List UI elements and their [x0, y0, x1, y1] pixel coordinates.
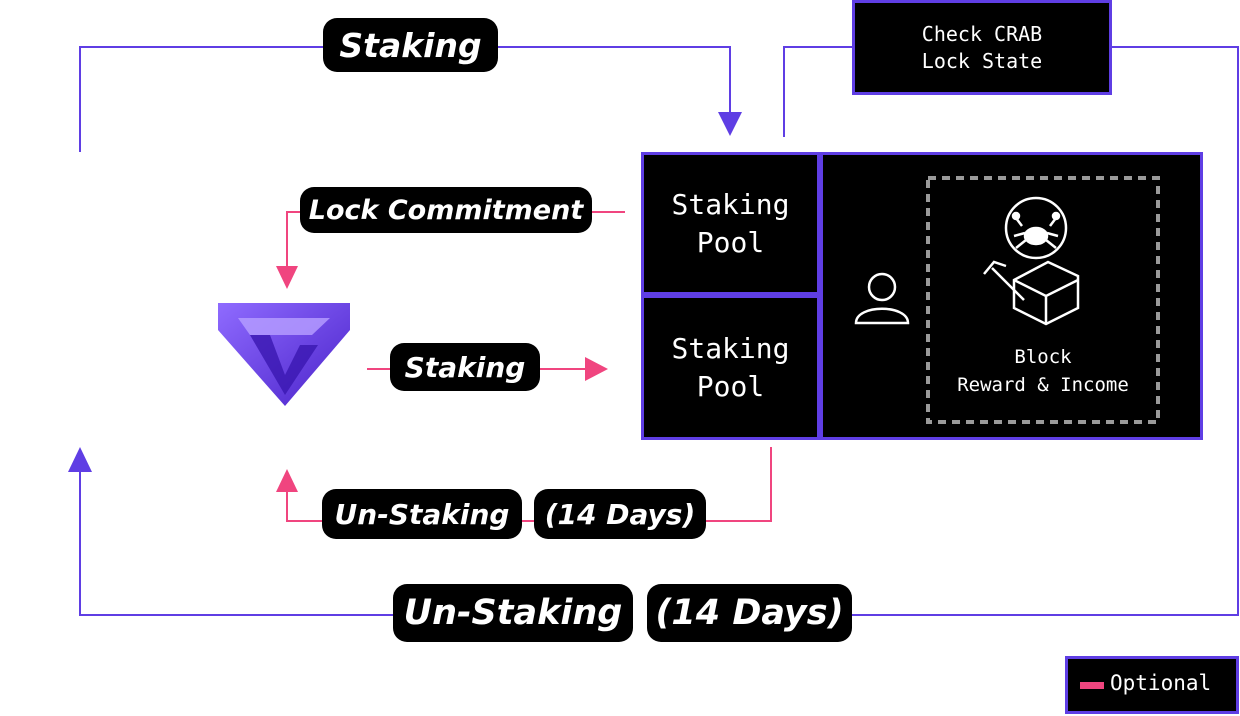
unstaking-inner-connector [276, 447, 772, 522]
legend-swatch [1080, 682, 1104, 689]
staking-pool-label-1: Staking Pool [671, 187, 790, 259]
unstaking-inner-label: Un-Staking [322, 489, 522, 539]
logo-icon [218, 303, 350, 406]
check-crab-lock-state-box: Check CRAB Lock State [852, 0, 1112, 95]
staking-top-label: Staking [323, 18, 498, 72]
crab-icon [1004, 196, 1068, 260]
check-crab-lock-state-label: Check CRAB Lock State [921, 21, 1043, 73]
legend-label: Optional [1110, 671, 1212, 695]
block-reward-label: Block Reward & Income [957, 346, 1129, 396]
validator-box [820, 152, 1203, 440]
pickaxe-box-icon [983, 260, 1080, 326]
unstaking-inner-days: (14 Days) [534, 489, 706, 539]
staking-pool-box-1: Staking Pool [641, 152, 820, 295]
staking-pool-box-2: Staking Pool [641, 295, 820, 440]
unstaking-outer-days: (14 Days) [647, 584, 852, 642]
staking-pool-label-2: Staking Pool [671, 331, 790, 403]
staking-middle-label: Staking [390, 343, 540, 391]
unstaking-outer-label: Un-Staking [393, 584, 633, 642]
check-state-connector [783, 46, 1239, 616]
reward-dashed-frame [926, 176, 1160, 424]
unstaking-outer-connector [68, 447, 400, 616]
legend-box [1065, 656, 1239, 714]
lock-commitment-label: Lock Commitment [300, 187, 592, 233]
user-icon [854, 272, 910, 325]
